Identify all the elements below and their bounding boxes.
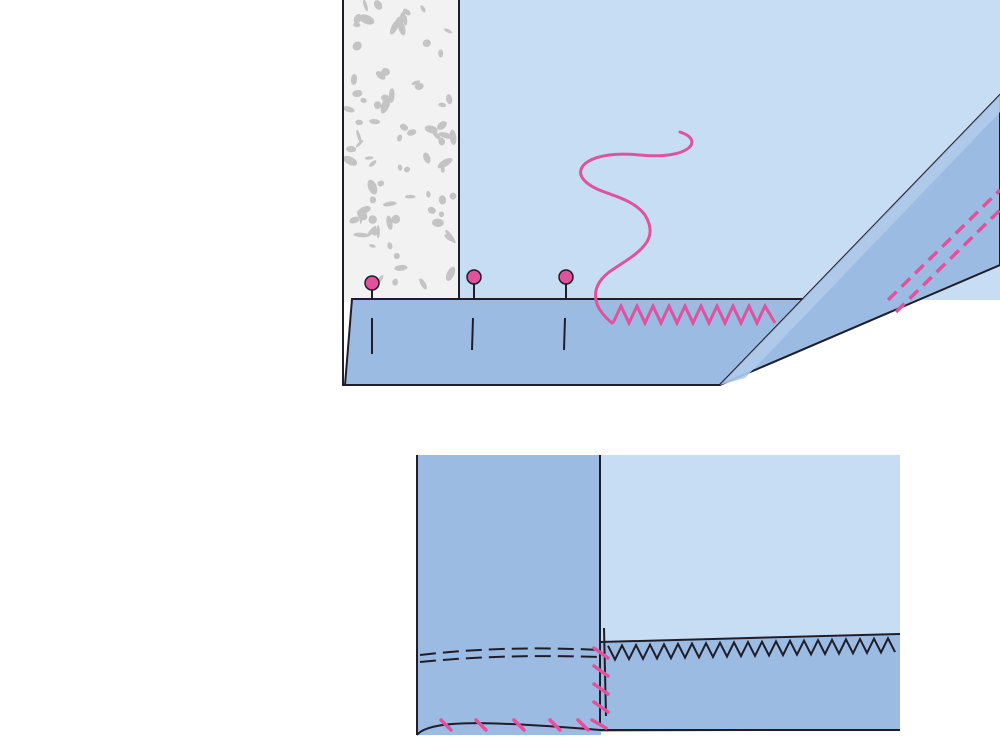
speckle: [352, 41, 362, 51]
interfacing-speckles: [342, 0, 457, 290]
speckle: [426, 191, 431, 198]
speckle: [373, 0, 383, 10]
speckle: [411, 80, 421, 86]
thread-icon: [579, 130, 694, 325]
bottom-panel: [416, 455, 901, 736]
speckle: [368, 244, 376, 248]
speckle: [445, 229, 456, 244]
speckle: [368, 215, 377, 224]
speckle: [397, 164, 403, 171]
speckle: [443, 28, 453, 34]
bottom-hem: [600, 634, 900, 732]
speckle: [432, 218, 444, 228]
speckle: [389, 19, 400, 35]
speckle: [438, 137, 446, 146]
speckle: [377, 180, 385, 187]
speckle: [392, 278, 398, 286]
pin-icon: [364, 275, 380, 354]
speckle: [367, 179, 378, 195]
speckle: [394, 264, 408, 271]
speckle: [375, 71, 386, 80]
speckle: [427, 206, 436, 214]
speckle: [364, 156, 374, 160]
flap-stitching: [886, 188, 1000, 314]
speckle: [352, 89, 363, 98]
pin-icon: [466, 269, 482, 351]
speckle: [406, 129, 417, 136]
speckle: [367, 225, 377, 237]
speckle: [423, 152, 431, 164]
speckle: [424, 125, 438, 134]
top-panel: [342, 0, 1000, 386]
speckle: [391, 214, 401, 224]
speckle: [419, 278, 427, 290]
speckle: [397, 134, 403, 142]
speckle: [369, 196, 377, 204]
speckle: [420, 5, 426, 13]
speckle: [369, 119, 381, 125]
speckle: [342, 106, 355, 113]
speckle: [400, 123, 408, 131]
slip-stitches: [439, 646, 610, 732]
speckle: [345, 145, 357, 153]
speckle: [414, 82, 424, 90]
speckle: [343, 155, 358, 166]
speckle: [445, 266, 456, 281]
speckle: [437, 157, 453, 169]
speckle: [403, 15, 408, 26]
speckle: [438, 211, 445, 218]
zigzag-stitch: [611, 302, 777, 327]
pin-icon: [558, 269, 574, 351]
zigzag-stitch: [607, 636, 896, 662]
speckle: [382, 201, 397, 207]
speckle: [386, 215, 393, 230]
speckle: [388, 88, 395, 103]
speckle: [404, 194, 416, 199]
fabric-body: [600, 455, 900, 645]
side-hem: [417, 455, 601, 735]
speckle: [353, 14, 362, 24]
speckle: [360, 97, 367, 103]
speckle: [387, 242, 393, 250]
speckle: [357, 209, 368, 221]
speckle: [359, 14, 375, 25]
speckle: [403, 166, 411, 173]
speckle: [362, 0, 368, 12]
speckle: [376, 225, 380, 239]
speckle: [353, 22, 361, 28]
speckle: [393, 253, 400, 260]
speckle: [438, 195, 447, 205]
speckle: [437, 121, 447, 130]
speckle: [446, 94, 453, 105]
speckle: [356, 129, 362, 144]
speckle: [438, 102, 447, 108]
speckle: [438, 132, 454, 139]
speckle: [422, 39, 431, 48]
speckle: [399, 10, 406, 20]
speckle: [353, 232, 370, 238]
speckle: [369, 160, 377, 167]
speckle: [397, 20, 406, 36]
speckle: [440, 166, 445, 173]
speckle: [380, 97, 391, 114]
interfacing-strip: [342, 0, 460, 386]
speckle: [438, 49, 444, 58]
speckle: [449, 192, 457, 200]
speckle: [355, 119, 363, 126]
speckle: [432, 131, 441, 140]
speckle: [350, 74, 358, 85]
bottom-outlines: [416, 455, 901, 736]
speckle: [373, 101, 382, 109]
speckle: [349, 216, 360, 224]
